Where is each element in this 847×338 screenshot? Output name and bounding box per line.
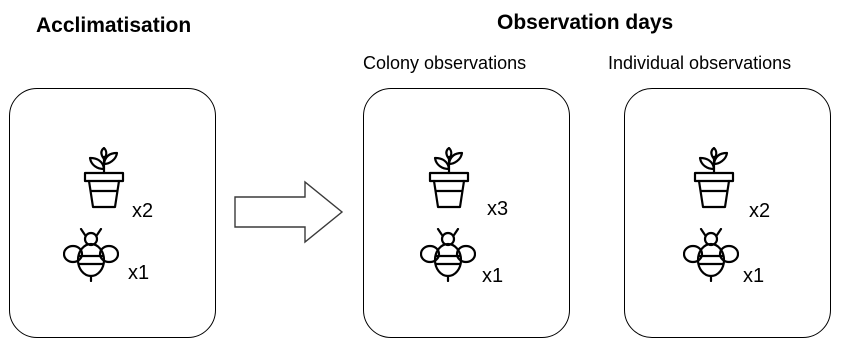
bee-icon <box>420 228 476 282</box>
colony-observations-label: Colony observations <box>363 53 527 73</box>
potted-plant-icon <box>428 147 470 209</box>
acclimatisation-heading: Acclimatisation <box>36 14 192 37</box>
plant-count: x2 <box>749 200 771 222</box>
individual-observations-label: Individual observations <box>608 53 792 73</box>
plant-count: x3 <box>487 198 509 220</box>
plant-count: x2 <box>132 200 154 222</box>
potted-plant-icon <box>693 147 735 209</box>
bee-icon <box>683 228 739 282</box>
individual-observations-panel: x2 x1 <box>624 88 831 338</box>
observation-days-heading: Observation days <box>497 11 674 34</box>
right-arrow-icon <box>234 180 344 244</box>
acclimatisation-panel: x2 x1 <box>9 88 216 338</box>
bee-count: x1 <box>128 262 150 284</box>
bee-count: x1 <box>743 265 765 287</box>
bee-icon <box>63 228 119 282</box>
bee-count: x1 <box>482 265 504 287</box>
potted-plant-icon <box>83 147 125 209</box>
colony-observations-panel: x3 x1 <box>363 88 570 338</box>
